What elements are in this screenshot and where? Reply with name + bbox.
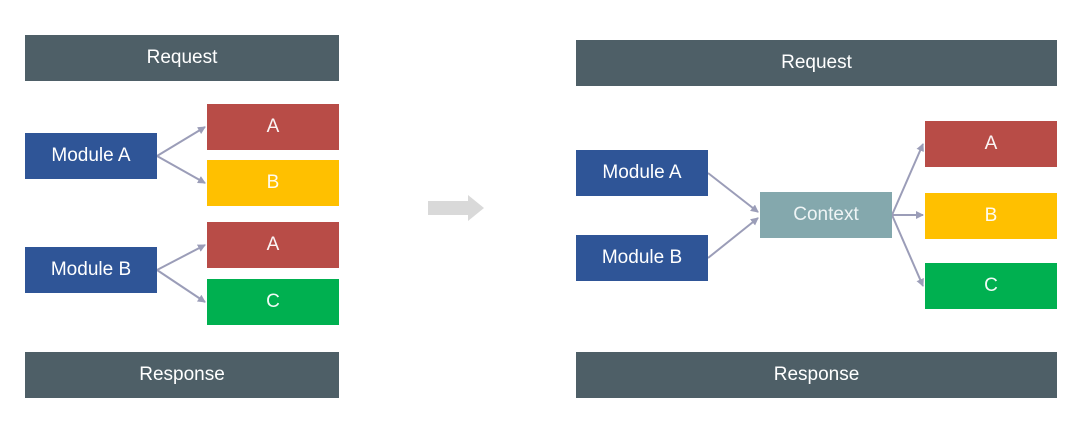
left-module-a-target-a: A (207, 104, 339, 150)
left-response-bar: Response (25, 352, 339, 398)
right-request-label: Request (781, 52, 852, 73)
right-context-label: Context (793, 204, 859, 225)
left-module-b-label: Module B (50, 259, 132, 280)
left-module-b-target-a: A (207, 222, 339, 268)
left-module-b-target-c-label: C (266, 291, 280, 312)
connector-left-module-b-to-a (156, 244, 206, 271)
transition-arrow-icon (428, 195, 484, 221)
left-module-a-target-a-label: A (266, 116, 280, 137)
left-module-a: Module A (25, 133, 157, 179)
connector-right-module-a-to-context (707, 172, 759, 213)
right-output-a: A (925, 121, 1057, 167)
right-module-b: Module B (576, 235, 708, 281)
left-module-b: Module B (25, 247, 157, 293)
left-module-b-target-a-label: A (266, 234, 280, 255)
right-output-a-label: A (984, 133, 998, 154)
connector-right-context-to-c (891, 214, 924, 287)
right-module-a-label: Module A (602, 162, 682, 183)
right-module-a: Module A (576, 150, 708, 196)
connector-right-module-b-to-context (707, 217, 759, 259)
right-module-b-label: Module B (601, 247, 683, 268)
left-module-b-target-c: C (207, 279, 339, 325)
left-response-label: Response (139, 364, 225, 385)
connector-left-module-a-to-b (156, 155, 206, 184)
right-request-bar: Request (576, 40, 1057, 86)
left-module-a-target-b: B (207, 160, 339, 206)
connector-right-context-to-a (891, 143, 924, 216)
right-output-b-label: B (984, 205, 998, 226)
left-module-a-target-b-label: B (266, 172, 280, 193)
left-module-a-label: Module A (51, 145, 131, 166)
right-response-label: Response (773, 364, 860, 385)
right-response-bar: Response (576, 352, 1057, 398)
connector-left-module-a-to-a (156, 126, 206, 157)
left-request-label: Request (146, 47, 218, 68)
right-output-c-label: C (984, 275, 998, 296)
connector-left-module-b-to-c (156, 269, 206, 303)
right-output-b: B (925, 193, 1057, 239)
right-output-c: C (925, 263, 1057, 309)
left-request-bar: Request (25, 35, 339, 81)
right-context-box: Context (760, 192, 892, 238)
